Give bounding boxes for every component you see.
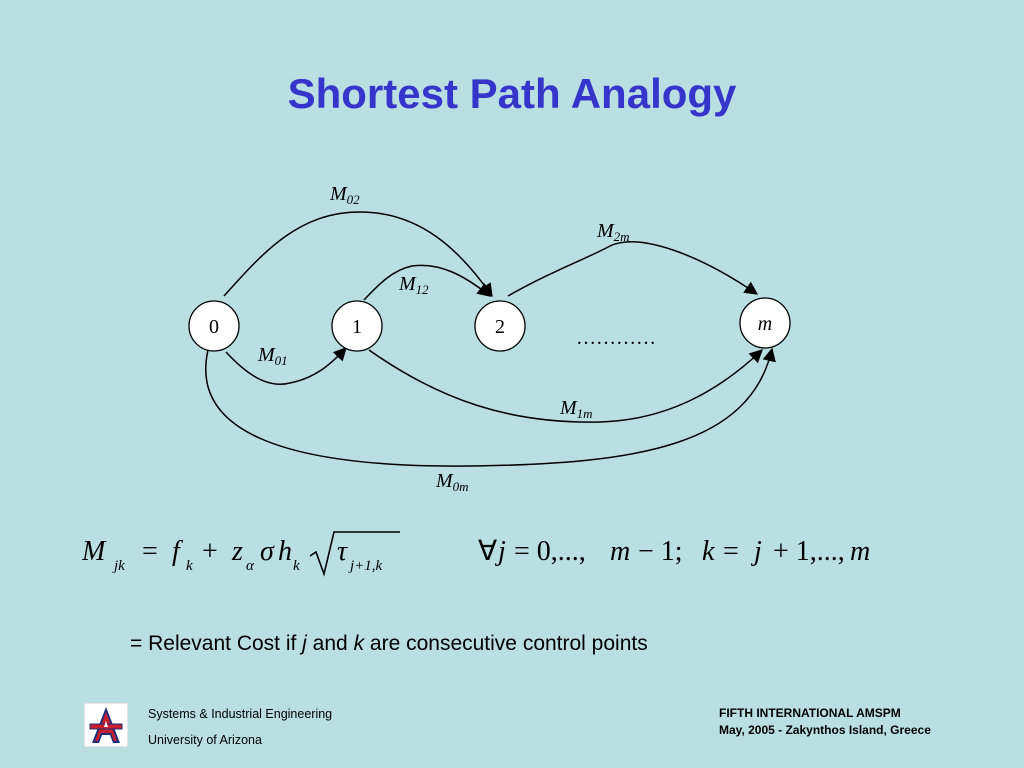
formula-cond-m: m (610, 536, 630, 567)
formula-tau-sub: j+1,k (348, 558, 383, 574)
note-var-j: j (302, 632, 307, 655)
node-0-label: 0 (209, 316, 219, 338)
footer-date-place: May, 2005 - Zakynthos Island, Greece (719, 723, 931, 737)
edge-label-2m: M2m (596, 220, 630, 244)
formula-cond-j: j (495, 536, 506, 567)
note-var-k: k (353, 632, 365, 655)
relevant-cost-note: = Relevant Cost if j and k are consecuti… (130, 632, 648, 656)
edge-label-02-sub: 02 (347, 192, 361, 207)
footer-dept: Systems & Industrial Engineering (148, 707, 333, 721)
node-1-label: 1 (352, 316, 362, 338)
formula-f: f (172, 536, 183, 567)
edge-1-2 (363, 264, 492, 301)
formula-cond-range2: + 1,..., (766, 536, 852, 567)
node-2-label: 2 (495, 316, 505, 338)
note-and: and (306, 632, 354, 655)
edge-label-02-main: M (329, 183, 348, 205)
edge-label-01: M01 (257, 344, 288, 368)
formula-M-sub: jk (112, 558, 125, 574)
edge-2-m (507, 241, 759, 297)
edge-label-0m: M0m (435, 470, 469, 494)
node-2: 2 (474, 300, 526, 352)
formula-f-sub: k (186, 558, 193, 574)
node-1: 1 (331, 300, 383, 352)
cost-formula: M jk = f k + z α σ h k τ j+1,k ∀ j = 0,.… (81, 526, 942, 582)
formula-z-sub: α (246, 558, 255, 574)
node-0: 0 (188, 300, 240, 352)
formula-cond-j2: j (751, 536, 762, 567)
formula-plus: + (202, 536, 218, 567)
ellipsis: ………… (576, 327, 656, 349)
edge-label-0m-sub: 0m (453, 479, 469, 494)
footer-university: University of Arizona (148, 733, 262, 747)
edge-label-2m-main: M (596, 220, 615, 242)
formula-eq: = (142, 536, 158, 567)
formula-sigma: σ (260, 536, 275, 567)
note-suffix: are consecutive control points (364, 632, 648, 655)
formula-cond-range1-end: − 1; (631, 536, 683, 567)
slide-title: Shortest Path Analogy (287, 70, 737, 117)
university-logo-icon (83, 702, 129, 748)
edge-label-1m-sub: 1m (577, 406, 593, 421)
formula-h: h (278, 536, 292, 567)
formula-forall: ∀ (478, 536, 497, 567)
formula-cond-k: k (702, 536, 715, 567)
formula-cond-m2: m (850, 536, 870, 567)
node-m-label: m (758, 313, 772, 335)
edge-0-2 (223, 211, 493, 298)
formula-M: M (82, 536, 107, 567)
edge-label-02: M02 (329, 183, 360, 207)
formula-cond-range1: = 0,..., (514, 536, 593, 567)
edge-label-1m: M1m (559, 397, 593, 421)
edge-1-m (368, 349, 763, 423)
edge-label-1m-main: M (559, 397, 578, 419)
edge-label-12-sub: 12 (416, 282, 430, 297)
edge-label-01-sub: 01 (275, 353, 288, 368)
university-logo (83, 702, 129, 748)
footer-conference: FIFTH INTERNATIONAL AMSPM (719, 706, 901, 720)
edge-label-12-main: M (398, 273, 417, 295)
edge-0-m (205, 347, 776, 467)
edge-0-1 (225, 347, 347, 385)
note-prefix: = Relevant Cost if (130, 632, 303, 655)
formula-z: z (231, 536, 243, 567)
node-m: m (739, 297, 791, 349)
formula-cond-eq: = (716, 536, 746, 567)
formula-tau: τ (337, 536, 348, 567)
edge-label-01-main: M (257, 344, 276, 366)
edge-label-0m-main: M (435, 470, 454, 492)
edge-label-2m-sub: 2m (614, 229, 630, 244)
edge-label-12: M12 (398, 273, 429, 297)
radical-sign (309, 531, 400, 577)
formula-svg: M jk = f k + z α σ h k τ j+1,k ∀ j = 0,.… (81, 531, 870, 577)
formula-h-sub: k (293, 558, 300, 574)
